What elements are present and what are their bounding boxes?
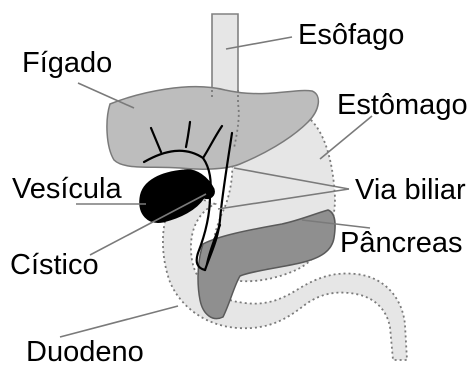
- label-figado: Fígado: [22, 47, 112, 79]
- label-vesicula: Vesícula: [12, 173, 122, 205]
- label-cistico: Cístico: [10, 249, 99, 281]
- label-pancreas: Pâncreas: [340, 227, 463, 259]
- label-via-biliar: Via biliar: [355, 174, 466, 206]
- label-duodeno: Duodeno: [26, 336, 144, 368]
- label-estomago: Estômago: [337, 89, 468, 121]
- label-esofago: Esôfago: [298, 19, 404, 51]
